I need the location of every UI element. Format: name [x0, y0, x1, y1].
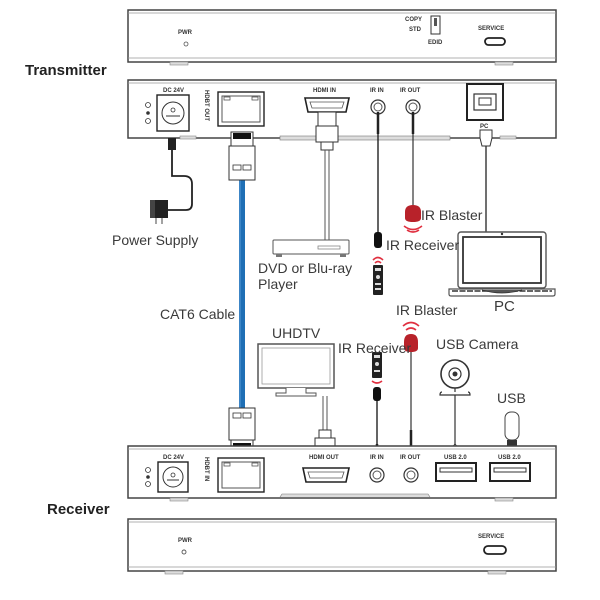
tx-edid-label: EDID: [428, 40, 443, 46]
rx-hdbt-label: HDBT IN: [203, 457, 209, 481]
rx-pwr-led-icon: [181, 549, 187, 555]
power-supply-label: Power Supply: [112, 232, 199, 248]
tx-usb-b-port-icon: [466, 83, 504, 121]
rx-ir-blaster-icon: [404, 334, 418, 352]
transmitter-rear-panel: DC 24V HDBT OUT HDMI IN IR IN IR OUT PC: [127, 79, 557, 141]
rx-hdmi-label: HDMI OUT: [309, 455, 339, 461]
uhdtv-label: UHDTV: [272, 325, 321, 341]
cat6-cable: [228, 131, 256, 449]
tx-pwr-led-icon: [183, 41, 189, 47]
rx-ir-in-label: IR IN: [370, 455, 384, 461]
power-supply-cable: [168, 138, 193, 211]
rx-ir-blaster-label: IR Blaster: [396, 302, 458, 318]
rx-ir-receiver-icon: [373, 387, 381, 401]
tx-edid-std-label: STD: [409, 27, 422, 33]
tx-hdmi-port-icon: [304, 97, 350, 113]
tx-ir-blaster-cable: [403, 112, 423, 233]
tx-ir-receiver-cable: [374, 112, 382, 248]
tx-service-port-icon: [484, 37, 506, 46]
receiver-rear-panel: DC 24V HDBT IN HDMI OUT IR IN IR OUT USB…: [127, 445, 557, 502]
laptop-icon: [448, 231, 556, 297]
pc-label: PC: [494, 298, 515, 315]
tx-ir-in-label: IR IN: [370, 88, 384, 94]
tx-service-label: SERVICE: [478, 26, 504, 32]
uhdtv-icon: [257, 343, 335, 397]
tx-ir-in-port-icon: [370, 99, 386, 115]
usb-camera-label: USB Camera: [436, 336, 519, 352]
receiver-front-panel: PWR SERVICE: [127, 518, 557, 575]
rx-hdbt-port-icon: [217, 457, 265, 493]
usb-camera-icon: [439, 359, 471, 459]
dvd-player-label-line2: Player: [258, 276, 298, 292]
tx-hdmi-label: HDMI IN: [313, 88, 336, 94]
tx-dc-label: DC 24V: [163, 88, 184, 94]
transmitter-front-panel: PWR COPY STD EDID SERVICE: [127, 9, 557, 66]
tx-ir-out-port-icon: [405, 99, 421, 115]
tx-ir-receiver-icon: [374, 232, 382, 248]
usb-label: USB: [497, 390, 526, 406]
tx-ir-blaster-label: IR Blaster: [421, 207, 483, 223]
rx-usb1-label: USB 2.0: [444, 455, 467, 461]
tx-ir-blaster-icon: [405, 205, 421, 222]
cat6-cable-label: CAT6 Cable: [160, 306, 236, 322]
pc-usb-cable: [479, 129, 493, 232]
receiver-heading: Receiver: [47, 501, 110, 518]
tx-pc-port-label: PC: [480, 124, 489, 130]
cat6-plug-top-icon: [228, 145, 256, 181]
tx-pwr-label: PWR: [178, 30, 193, 36]
polarity-icon: [145, 102, 151, 124]
usb-flash-drive-icon: [504, 411, 520, 448]
tx-hdbt-port-icon: [217, 91, 265, 127]
tx-ir-out-label: IR OUT: [400, 88, 421, 94]
rx-polarity-icon: [145, 467, 151, 487]
rx-hdmi-port-icon: [302, 467, 350, 483]
tx-hdbt-label: HDBT OUT: [203, 90, 209, 121]
remote-control-icon: [372, 256, 384, 295]
rx-ir-out-port-icon: [403, 467, 419, 483]
rx-usb2-label: USB 2.0: [498, 455, 521, 461]
rx-service-port-icon: [483, 545, 507, 555]
rx-ir-receiver-label: IR Receiver: [338, 340, 412, 356]
rx-ir-out-label: IR OUT: [400, 455, 421, 461]
dvd-player-label-line1: DVD or Blu-ray: [258, 260, 353, 276]
hdmi-cable-source: [315, 111, 339, 240]
dvd-player-icon: [272, 239, 350, 257]
tx-edid-copy-label: COPY: [405, 17, 422, 23]
rx-pwr-label: PWR: [178, 538, 193, 544]
power-supply-icon: [150, 200, 168, 224]
tx-ir-receiver-label: IR Receiver: [386, 237, 460, 253]
rx-dc-label: DC 24V: [163, 455, 184, 461]
rx-ir-in-port-icon: [369, 467, 385, 483]
transmitter-heading: Transmitter: [25, 62, 107, 79]
rx-service-label: SERVICE: [478, 534, 504, 540]
